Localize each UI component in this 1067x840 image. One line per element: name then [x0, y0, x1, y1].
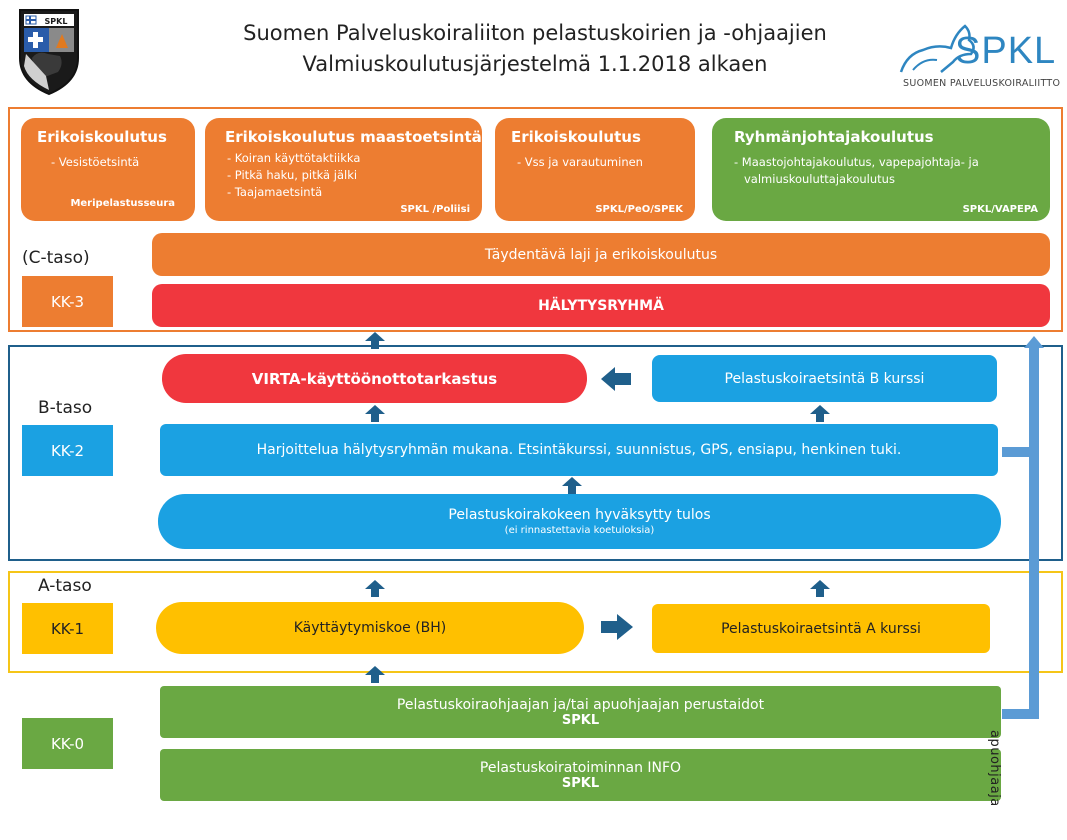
card-water-search: Erikoiskoulutus - Vesistöetsintä Meripel…	[21, 118, 195, 221]
c-level-frame	[8, 107, 1063, 332]
card-organizer: SPKL/PeO/SPEK	[595, 204, 683, 215]
card-title: Erikoiskoulutus	[37, 128, 167, 146]
arrow-up-icon	[810, 405, 830, 422]
approved-result-note: (ei rinnastettavia koetuloksia)	[504, 525, 655, 536]
approved-result-label: Pelastuskoirakokeen hyväksytty tulos	[448, 507, 711, 523]
arrow-up-icon	[365, 580, 385, 597]
a-level-frame	[8, 571, 1063, 673]
spkl-brand-logo: SPKL SUOMEN PALVELUSKOIRALIITTO	[893, 14, 1063, 99]
title-line-2: Valmiuskoulutusjärjestelmä 1.1.2018 alka…	[302, 52, 768, 76]
b-level-label: B-taso	[38, 398, 93, 418]
card-title: Ryhmänjohtajakoulutus	[734, 128, 934, 146]
virta-inspection-bar: VIRTA-käyttöönottotarkastus	[162, 354, 587, 403]
card-preparedness: Erikoiskoulutus - Vss ja varautuminen SP…	[495, 118, 695, 221]
logo-subtitle: SUOMEN PALVELUSKOIRALIITTO	[903, 78, 1061, 89]
kk3-box: KK-3	[22, 276, 113, 327]
card-organizer: SPKL /Poliisi	[400, 204, 470, 215]
training-label: Harjoittelua hälytysryhmän mukana. Etsin…	[256, 442, 902, 458]
a-level-label: A-taso	[38, 576, 92, 596]
card-item: - Vss ja varautuminen	[517, 155, 643, 169]
card-group-leader: Ryhmänjohtajakoulutus - Maastojohtajakou…	[712, 118, 1050, 221]
course-a-label: Pelastuskoiraetsintä A kurssi	[721, 620, 921, 637]
approved-result-bar: Pelastuskoirakokeen hyväksytty tulos (ei…	[158, 494, 1001, 549]
assistant-path-arrow	[996, 336, 1056, 720]
card-title: Erikoiskoulutus	[511, 128, 641, 146]
card-item: valmiuskouluttajakoulutus	[744, 172, 895, 186]
arrow-up-icon	[365, 405, 385, 422]
card-terrain-search: Erikoiskoulutus maastoetsintä - Koiran k…	[205, 118, 482, 221]
arrow-up-icon	[562, 477, 582, 494]
card-item: - Maastojohtajakoulutus, vapepajohtaja- …	[734, 155, 979, 169]
course-b-label: Pelastuskoiraetsintä B kurssi	[724, 370, 925, 387]
info-org: SPKL	[561, 775, 600, 791]
arrow-up-icon	[365, 666, 385, 683]
course-b-bar: Pelastuskoiraetsintä B kurssi	[652, 355, 997, 402]
c-level-label: (C-taso)	[22, 248, 90, 268]
basic-skills-label: Pelastuskoiraohjaajan ja/tai apuohjaajan…	[396, 696, 765, 713]
arrow-right-icon	[601, 614, 633, 644]
card-organizer: Meripelastusseura	[70, 198, 175, 209]
b-level-frame	[8, 345, 1063, 561]
assistant-vertical-label: apuohjaaja	[987, 730, 1002, 807]
training-bar: Harjoittelua hälytysryhmän mukana. Etsin…	[160, 424, 998, 476]
supplementary-training-bar: Täydentävä laji ja erikoiskoulutus	[152, 233, 1050, 276]
info-label: Pelastuskoiratoiminnan INFO	[479, 759, 682, 776]
behaviour-test-bar: Käyttäytymiskoe (BH)	[156, 602, 584, 654]
alert-group-bar: HÄLYTYSRYHMÄ	[152, 284, 1050, 327]
course-a-bar: Pelastuskoiraetsintä A kurssi	[652, 604, 990, 653]
card-organizer: SPKL/VAPEPA	[962, 204, 1038, 215]
card-title: Erikoiskoulutus maastoetsintä	[225, 128, 482, 146]
kk0-box: KK-0	[22, 718, 113, 769]
virta-inspection-label: VIRTA-käyttöönottotarkastus	[251, 369, 498, 388]
card-item: - Koiran käyttötaktiikka	[227, 151, 361, 165]
diagram-title: Suomen Palveluskoiraliiton pelastuskoiri…	[200, 18, 870, 80]
basic-skills-bar: Pelastuskoiraohjaajan ja/tai apuohjaajan…	[160, 686, 1001, 738]
card-item: - Vesistöetsintä	[51, 155, 140, 169]
alert-group-label: HÄLYTYSRYHMÄ	[538, 297, 664, 314]
basic-skills-org: SPKL	[561, 712, 600, 728]
behaviour-test-label: Käyttäytymiskoe (BH)	[293, 620, 447, 636]
kk1-box: KK-1	[22, 603, 113, 654]
info-bar: Pelastuskoiratoiminnan INFO SPKL	[160, 749, 1001, 801]
arrow-up-icon	[810, 580, 830, 597]
title-line-1: Suomen Palveluskoiraliiton pelastuskoiri…	[243, 21, 827, 45]
supplementary-training-label: Täydentävä laji ja erikoiskoulutus	[484, 246, 718, 263]
svg-text:SPKL: SPKL	[45, 17, 68, 26]
spkl-badge-logo: SPKL	[16, 6, 82, 96]
card-item: - Taajamaetsintä	[227, 185, 323, 199]
card-item: - Pitkä haku, pitkä jälki	[227, 168, 358, 182]
arrow-left-icon	[601, 367, 631, 395]
logo-wordmark: SPKL	[955, 30, 1057, 72]
kk2-box: KK-2	[22, 425, 113, 476]
